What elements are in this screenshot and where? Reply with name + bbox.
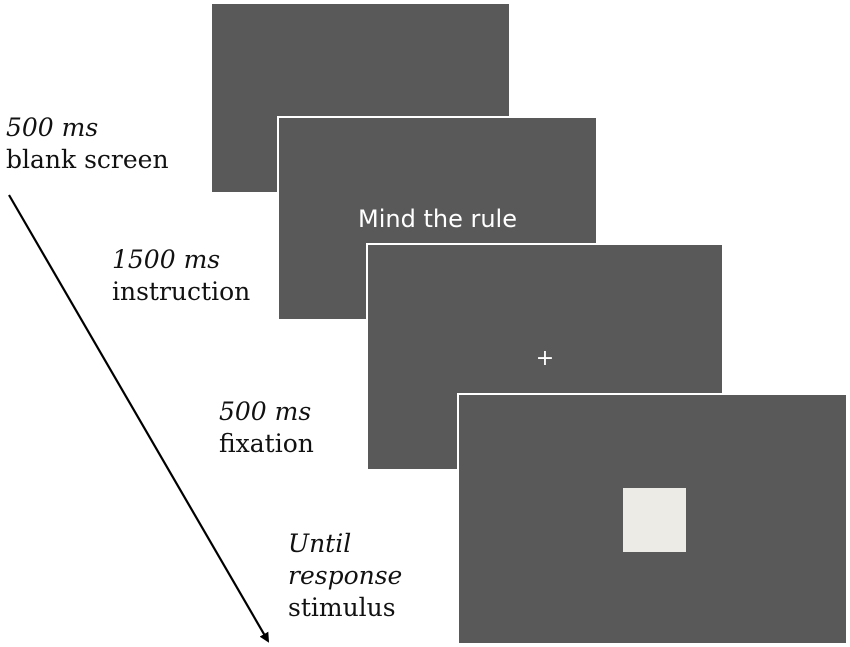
step-name: fixation <box>219 429 314 458</box>
step-label-stimulus: Until response stimulus <box>288 528 402 624</box>
step-duration: 500 ms <box>219 397 312 426</box>
instruction-text: Mind the rule <box>358 205 517 233</box>
step-label-blank: 500 ms blank screen <box>6 112 169 176</box>
stimulus-screen-panel <box>457 393 848 645</box>
step-name: stimulus <box>288 593 396 622</box>
stimulus-square <box>623 488 686 552</box>
step-duration: 500 ms <box>6 113 99 142</box>
step-name: blank screen <box>6 145 169 174</box>
step-name: instruction <box>112 277 251 306</box>
step-label-fixation: 500 ms fixation <box>219 396 314 460</box>
step-duration: Until <box>288 529 352 558</box>
fixation-cross: + <box>535 346 555 371</box>
step-duration: 1500 ms <box>112 245 221 274</box>
step-label-instruction: 1500 ms instruction <box>112 244 250 308</box>
step-duration: response <box>288 561 403 590</box>
